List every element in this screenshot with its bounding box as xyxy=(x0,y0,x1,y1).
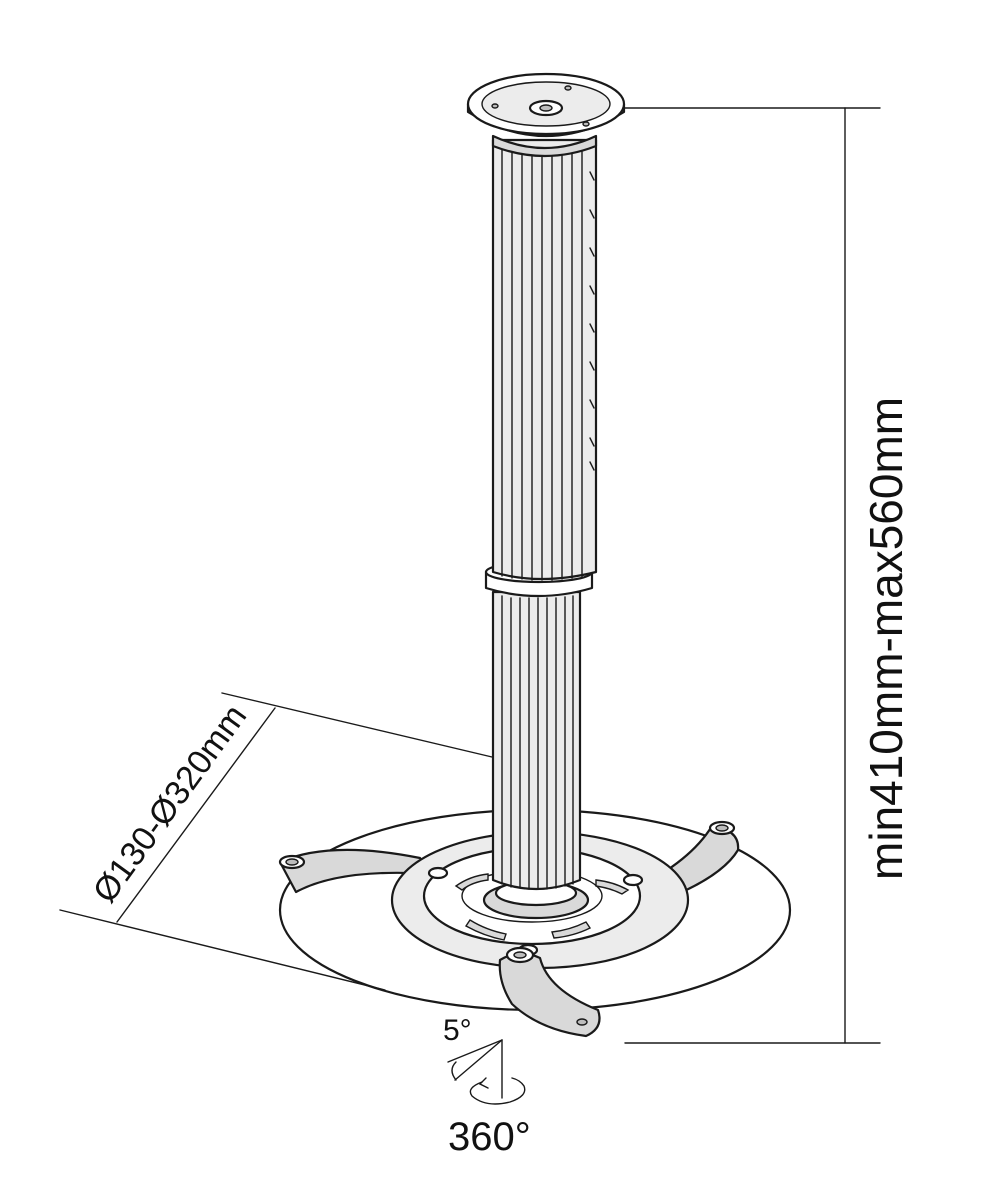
ceiling-plate xyxy=(466,72,626,158)
diameter-label: Ø130-Ø320mm xyxy=(86,698,254,910)
mount-arm-front xyxy=(498,946,601,1038)
mount-arm-left xyxy=(278,848,434,894)
height-dimension: min410mm-max560mm xyxy=(624,107,912,1044)
height-label: min410mm-max560mm xyxy=(860,397,912,880)
tilt-symbol: 5° xyxy=(443,1014,503,1099)
rotation-symbol: 360° xyxy=(448,1077,531,1159)
lower-column-tube xyxy=(491,590,582,891)
upper-column-tube xyxy=(491,138,598,581)
diameter-dimension-line xyxy=(116,707,276,923)
rotation-label: 360° xyxy=(448,1115,531,1159)
tilt-label: 5° xyxy=(443,1014,472,1047)
